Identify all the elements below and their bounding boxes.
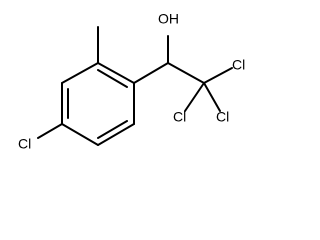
ccl3-to-cl-lower-left-bond	[184, 82, 205, 112]
chlorine-lower-left-label: Cl	[173, 109, 186, 125]
chemical-structure-diagram: OH Cl Cl Cl Cl	[18, 11, 245, 152]
ring-bond-upper-right-to-top	[97, 62, 135, 84]
atom-labels: OH Cl Cl Cl Cl	[18, 11, 245, 152]
bonds	[37, 26, 233, 146]
ring-double-bond-bottom-right	[97, 120, 128, 139]
ring-to-carbinol-bond	[133, 62, 169, 84]
ring-bond-bottom-to-lower-right	[97, 123, 135, 146]
ring-double-bond-top-right	[97, 69, 128, 88]
chlorine-ring-label: Cl	[18, 136, 31, 152]
ring-to-cl-bond	[37, 123, 63, 139]
ccl3-to-cl-lower-right-bond	[203, 82, 221, 112]
carbinol-to-ccl3-bond	[167, 62, 205, 84]
hydroxyl-label: OH	[158, 11, 179, 27]
ccl3-to-cl-upper-right-bond	[203, 67, 233, 84]
ring-bond-lower-left-to-bottom	[61, 123, 99, 146]
ring-bond-top-to-upper-left	[61, 62, 99, 84]
chlorine-upper-right-label: Cl	[232, 57, 245, 73]
chlorine-lower-right-label: Cl	[216, 109, 229, 125]
